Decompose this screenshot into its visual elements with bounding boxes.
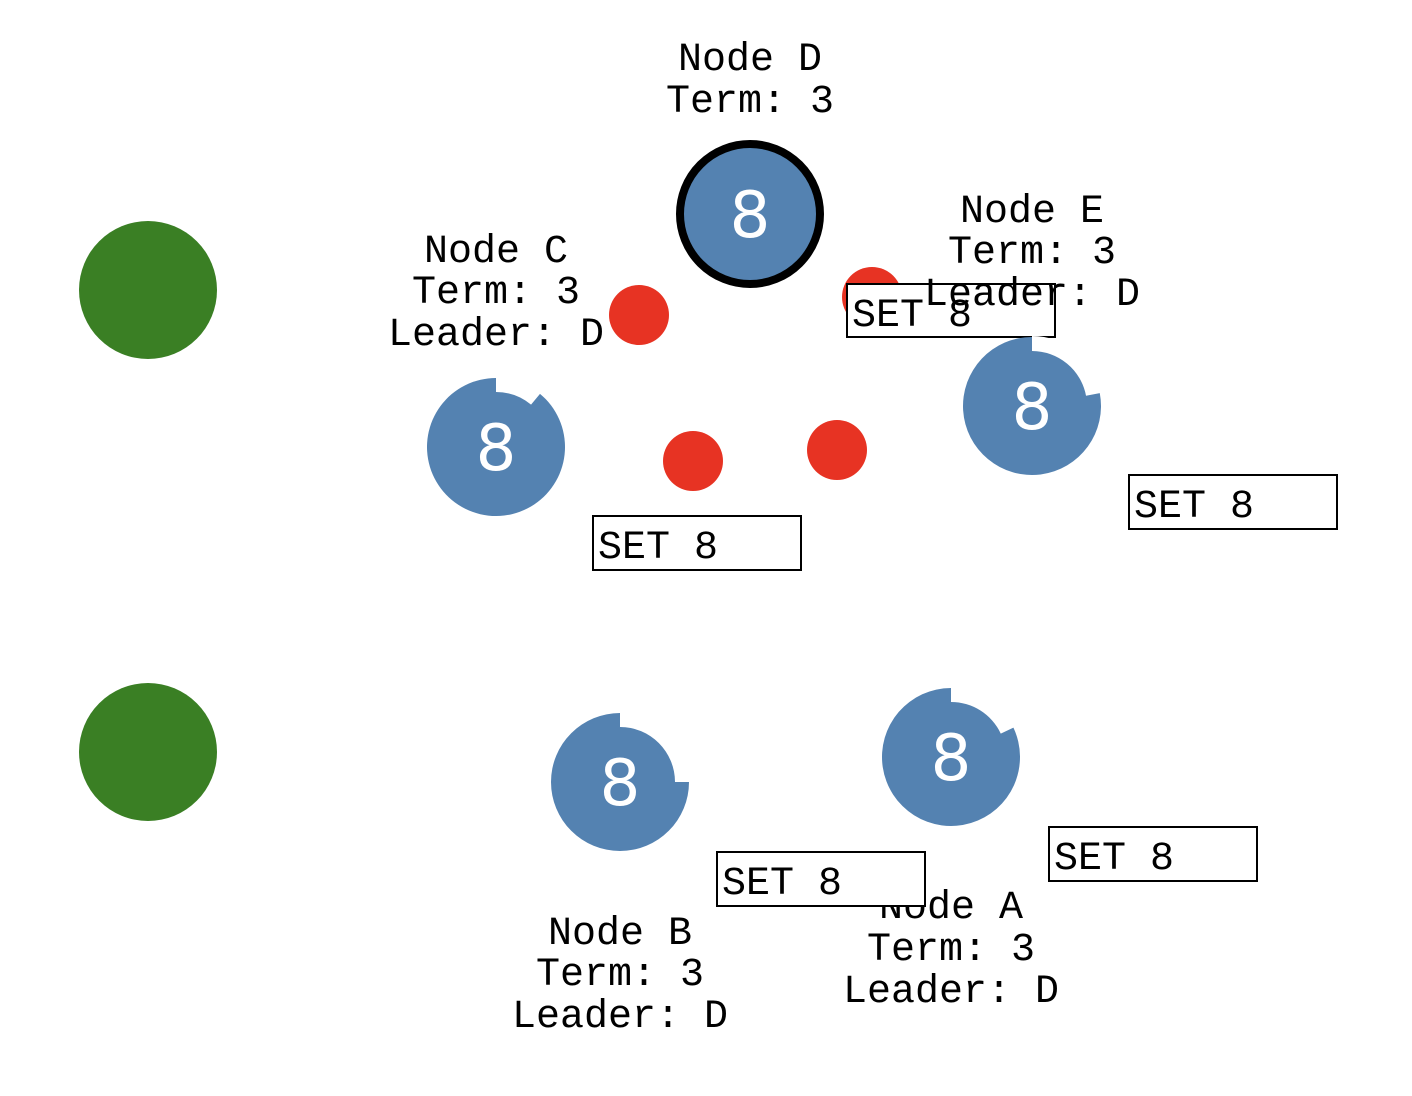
server-node-a[interactable]: 8 (882, 687, 1021, 826)
client-node[interactable] (79, 683, 217, 821)
log-entry-text: SET 8 (852, 294, 972, 339)
node-value: 8 (1012, 371, 1053, 445)
node-term: Term: 3 (867, 928, 1035, 973)
node-value: 8 (931, 722, 972, 796)
node-name: Node E (960, 190, 1104, 235)
log-entry-text: SET 8 (598, 526, 718, 571)
client-node[interactable] (79, 221, 217, 359)
log-entry-box: SET 8 (846, 283, 1056, 339)
log-entry-text: SET 8 (722, 862, 842, 907)
message-dot (609, 285, 669, 345)
node-name: Node C (424, 230, 568, 275)
message-dot (663, 431, 723, 491)
node-term: Term: 3 (536, 953, 704, 998)
node-name: Node D (678, 38, 822, 83)
node-label-d: Node D Term: 3 (666, 38, 834, 125)
log-entry-text: SET 8 (1054, 837, 1174, 882)
election-timeout-arc (426, 378, 565, 516)
log-entry-box: SET 8 (1048, 826, 1258, 882)
log-entry-box: SET 8 (1128, 474, 1338, 530)
node-leader: Leader: D (924, 273, 1140, 318)
server-node-c[interactable]: 8 (426, 377, 565, 516)
node-leader: Leader: D (512, 995, 728, 1040)
election-timeout-arc (882, 688, 1021, 826)
node-label-a: Node A Term: 3 Leader: D (843, 886, 1059, 1015)
server-node-b[interactable]: 8 (551, 712, 690, 851)
node-value: 8 (730, 179, 771, 253)
node-label-b: Node B Term: 3 Leader: D (512, 912, 728, 1040)
server-node-d[interactable]: 8 (676, 140, 824, 288)
node-name: Node B (548, 912, 692, 957)
node-leader: Leader: D (388, 313, 604, 358)
log-entry-box: SET 8 (592, 515, 802, 571)
election-timeout-arc (551, 713, 689, 851)
election-timeout-arc (963, 337, 1102, 475)
log-entry-text: SET 8 (1134, 485, 1254, 530)
message-dot (807, 420, 867, 480)
node-term: Term: 3 (948, 231, 1116, 276)
node-term: Term: 3 (666, 80, 834, 125)
node-label-c: Node C Term: 3 Leader: D (388, 230, 604, 358)
node-value: 8 (600, 747, 641, 821)
node-value: 8 (476, 412, 517, 486)
log-entry-box: SET 8 (716, 851, 926, 907)
node-leader: Leader: D (843, 970, 1059, 1015)
server-node-e[interactable]: 8 (963, 336, 1102, 475)
node-term: Term: 3 (412, 271, 580, 316)
leader-ring (676, 140, 824, 288)
node-label-e: Node E Term: 3 Leader: D (924, 190, 1140, 318)
